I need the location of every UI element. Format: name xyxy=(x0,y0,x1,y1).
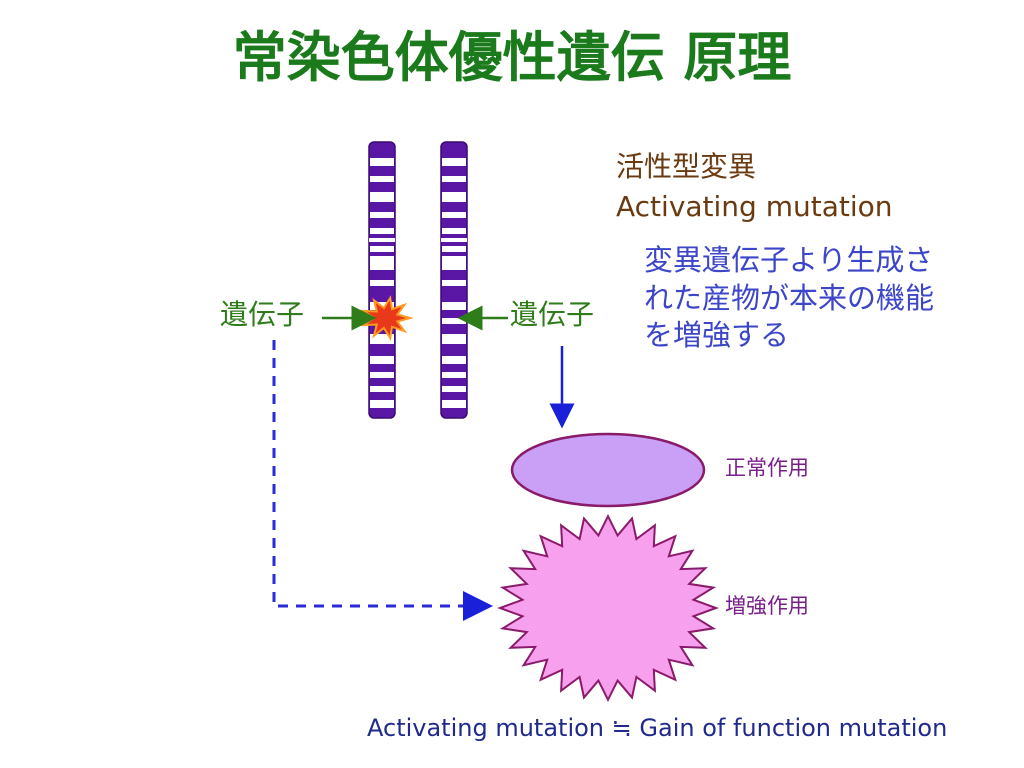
mutation-description: 変異遺伝子より生成された産物が本来の機能を増強する xyxy=(644,243,935,353)
chromosome-band xyxy=(370,334,394,344)
mutation-type-jp: 活性型変異 xyxy=(616,150,757,183)
chromosome-band xyxy=(370,356,394,364)
enhanced-product-burst xyxy=(497,513,719,703)
normal-product-ellipse xyxy=(510,432,706,508)
chromosome-band xyxy=(442,400,466,408)
centromere xyxy=(369,238,395,242)
chromosome-right xyxy=(440,141,468,419)
normal-effect-label: 正常作用 xyxy=(725,456,809,480)
chromosome-band xyxy=(442,356,466,364)
chromosome-band xyxy=(370,158,394,166)
centromere xyxy=(441,238,467,242)
footer-note: Activating mutation ≒ Gain of function m… xyxy=(367,714,948,742)
chromosome-band xyxy=(442,246,466,252)
chromosome-left xyxy=(368,141,396,419)
chromosome-band xyxy=(442,158,466,166)
chromosome-band xyxy=(442,228,466,234)
chromosome-band xyxy=(370,212,394,218)
chromosome-band xyxy=(442,192,466,202)
chromosome-band xyxy=(370,400,394,408)
chromosome-band xyxy=(442,256,466,270)
chromosome-band xyxy=(442,386,466,392)
mutation-type-en: Activating mutation xyxy=(616,190,893,223)
chromosome-band xyxy=(442,280,466,286)
enhanced-effect-label: 増強作用 xyxy=(725,594,809,618)
chromosome-band xyxy=(370,372,394,378)
chromosome-band xyxy=(442,302,466,310)
chromosome-band xyxy=(442,334,466,344)
chromosome-band xyxy=(370,192,394,202)
chromosome-band xyxy=(442,372,466,378)
enhanced-product-dashed-arrow xyxy=(272,340,493,621)
gene-label-left: 遺伝子 xyxy=(220,298,305,331)
slide-title: 常染色体優性遺伝 原理 xyxy=(232,26,792,89)
chromosome-band xyxy=(370,246,394,252)
chromosome-band xyxy=(370,176,394,182)
chromosome-band xyxy=(442,212,466,218)
chromosome-band xyxy=(442,176,466,182)
chromosome-band xyxy=(370,386,394,392)
chromosome-band xyxy=(442,318,466,324)
chromosome-band xyxy=(370,280,394,286)
chromosome-band xyxy=(370,256,394,270)
chromosome-band xyxy=(370,228,394,234)
gene-label-right: 遺伝子 xyxy=(510,298,595,331)
